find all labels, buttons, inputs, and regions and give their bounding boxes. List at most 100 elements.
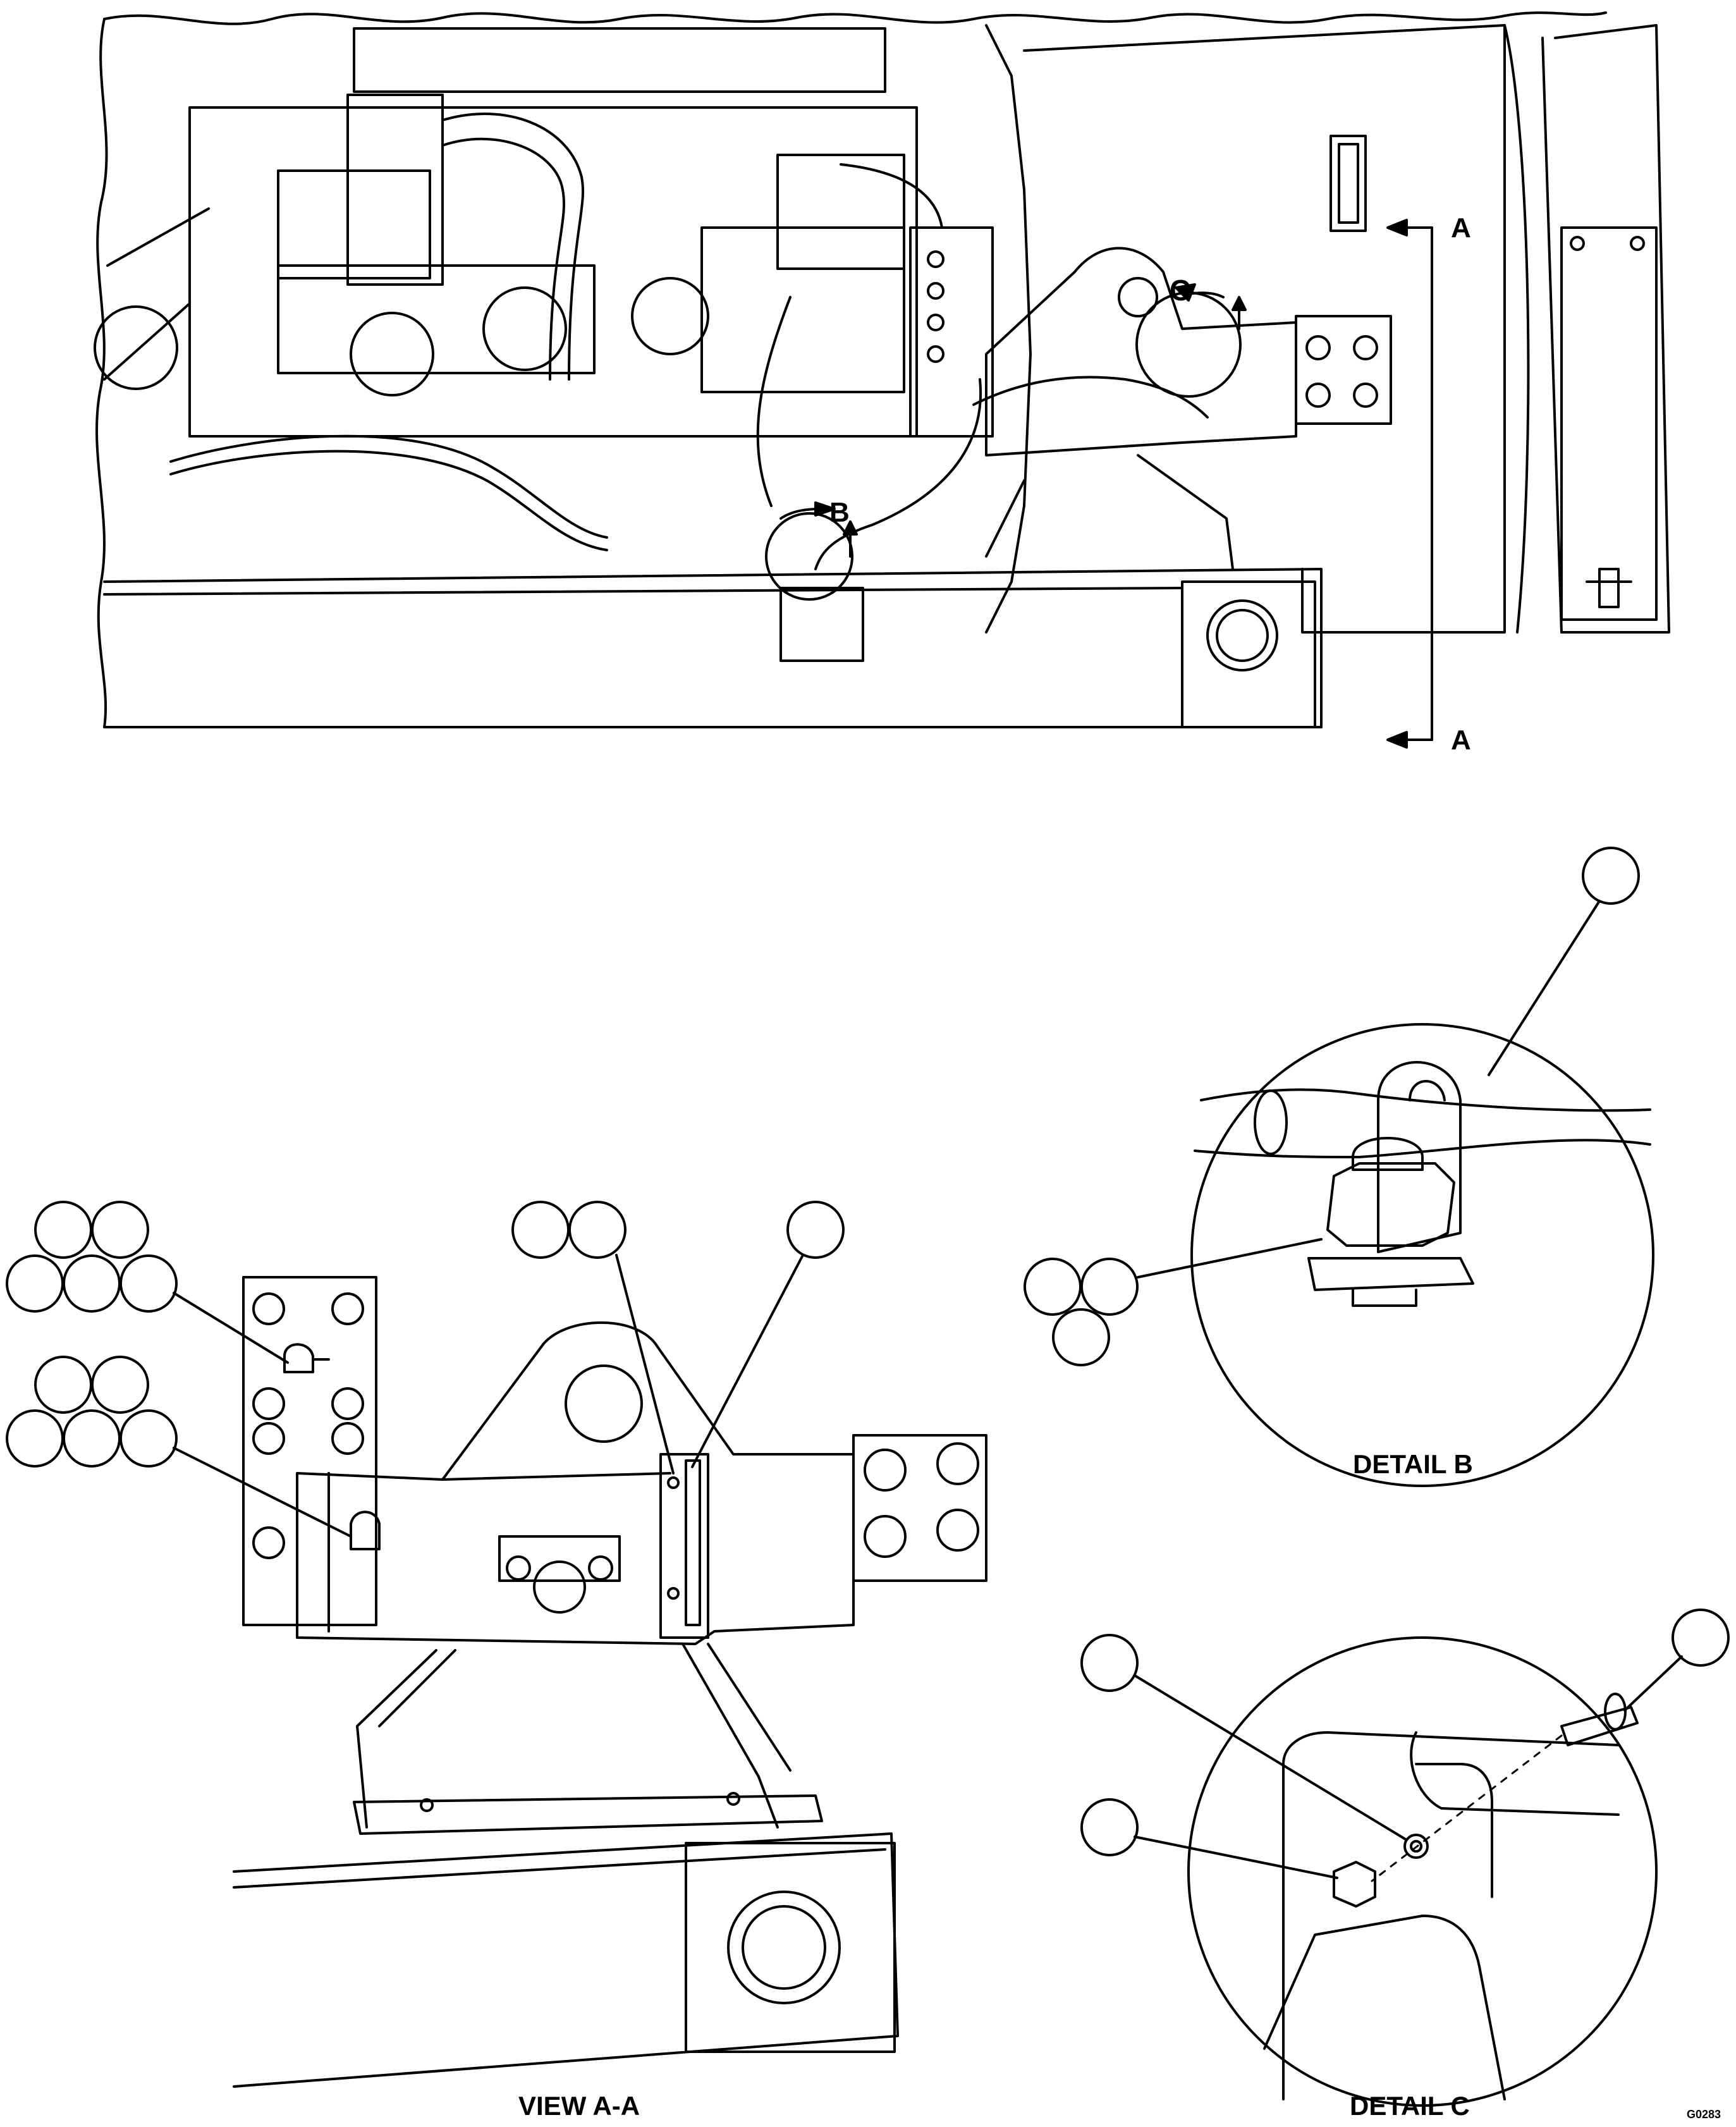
nut-top xyxy=(1352,1137,1424,1171)
right-bolt-plate xyxy=(852,1434,987,1582)
bracket-outer xyxy=(1282,1731,1620,2100)
terminal-screw xyxy=(927,314,944,331)
upper-hose-inner xyxy=(441,137,565,381)
clamp-bolt xyxy=(506,1555,531,1581)
hose-end xyxy=(1254,1089,1288,1155)
rail-end-fitting xyxy=(1206,599,1278,671)
detail-b-arrowhead xyxy=(814,501,858,536)
bracket-slot-plate xyxy=(659,1453,709,1639)
callout-bubble xyxy=(34,1201,92,1259)
plate-bolt xyxy=(1353,335,1378,360)
terminal-box-bolt xyxy=(1570,236,1585,251)
bracket-inner xyxy=(1410,1731,1620,1816)
callout-bubble xyxy=(119,1254,178,1313)
leader-line xyxy=(1137,1238,1323,1278)
callout-bubble xyxy=(1024,1258,1082,1316)
callout-bubble xyxy=(119,1409,178,1468)
section-label-top: A xyxy=(1451,212,1471,243)
generator-end-ring xyxy=(1503,24,1563,634)
callout-bubble xyxy=(1672,1609,1730,1667)
engine-block xyxy=(188,106,918,438)
callout-bubble xyxy=(63,1254,121,1313)
slot-hole xyxy=(667,1587,680,1600)
plate-bolt xyxy=(864,1449,907,1492)
callout-bubble xyxy=(786,1201,845,1259)
left-pulley xyxy=(94,305,178,390)
callout-bubble xyxy=(1080,1798,1139,1856)
ecm-box xyxy=(700,226,905,393)
generator-housing-outline xyxy=(1023,24,1506,634)
plate-bolt xyxy=(864,1515,907,1558)
callout-bubble xyxy=(6,1409,64,1468)
center-clamp-plate xyxy=(498,1535,621,1582)
break-line-top xyxy=(103,11,1607,25)
air-filter-2 xyxy=(482,286,567,371)
view-aa: VIEW A-A xyxy=(6,1201,987,2121)
foot-stud xyxy=(726,1792,740,1806)
turbo-housing xyxy=(277,169,431,279)
mount-plate xyxy=(779,587,864,662)
leader-line xyxy=(173,1292,289,1364)
callout-bubble xyxy=(511,1201,570,1259)
p-clip-upper xyxy=(283,1343,330,1373)
section-arrowhead-top xyxy=(1386,219,1408,236)
leader-line xyxy=(691,1254,804,1468)
detail-b: DETAIL B xyxy=(1024,847,1654,1487)
drawing-id: G0283 xyxy=(1687,2108,1721,2121)
terminal-box xyxy=(1560,226,1658,621)
coolant-hose-inner xyxy=(169,450,608,551)
view-aa-caption: VIEW A-A xyxy=(518,2091,640,2121)
vent-slot xyxy=(1330,135,1367,232)
intake-manifold xyxy=(277,264,596,374)
bolt xyxy=(1560,1706,1639,1746)
bracket-bolt-plate xyxy=(1295,315,1392,425)
wire-harness xyxy=(756,163,982,570)
plate-bolt xyxy=(252,1526,285,1559)
top-engine-view: C B A A xyxy=(94,11,1670,756)
callout-bubble xyxy=(1080,1634,1139,1692)
callout-bubble xyxy=(1080,1258,1139,1316)
bolt-axis xyxy=(1371,1734,1563,1882)
exhaust-elbow xyxy=(346,94,444,286)
detail-b-marker: B xyxy=(829,497,850,528)
plate-bolt xyxy=(936,1442,979,1485)
terminal-screw xyxy=(927,282,944,300)
detail-b-circle xyxy=(765,512,853,601)
clamp-bolt xyxy=(588,1555,613,1581)
mount-leg-right xyxy=(682,1643,792,1829)
plate-bolt xyxy=(1305,383,1331,408)
callout-bubble xyxy=(63,1409,121,1468)
callout-bubble xyxy=(91,1201,149,1259)
leader-line xyxy=(173,1447,352,1538)
clamp-boss xyxy=(533,1560,586,1614)
plate-bolt xyxy=(252,1422,285,1455)
callout-bubble xyxy=(91,1356,149,1414)
detail-b-frame xyxy=(1190,1023,1654,1487)
rail-end-cap xyxy=(1181,580,1316,728)
rail-end-box xyxy=(685,1842,896,2053)
relay-block xyxy=(776,154,905,270)
bracket-hole-top xyxy=(1118,277,1158,317)
hose-upper xyxy=(1200,1088,1651,1112)
generator-end-flange xyxy=(1554,24,1670,634)
callout-bubble xyxy=(1582,847,1640,905)
bolt-hole xyxy=(1403,1834,1429,1859)
upper-hose xyxy=(441,113,585,381)
p-clamp xyxy=(1377,1061,1462,1253)
ground-cable xyxy=(972,376,1209,419)
slot-hole xyxy=(667,1476,680,1489)
stud xyxy=(1352,1289,1417,1307)
leader-line xyxy=(1623,1655,1683,1712)
detail-c-frame xyxy=(1187,1636,1658,2107)
flywheel-housing xyxy=(985,24,1032,634)
section-label-bottom: A xyxy=(1451,725,1471,756)
mount-leg xyxy=(985,454,1234,570)
rail-end-fitting-inner xyxy=(742,1905,826,1990)
bracket-slot xyxy=(685,1459,701,1626)
plate-bolt xyxy=(331,1387,364,1420)
engine-valve-cover xyxy=(353,27,886,93)
bracket-face xyxy=(1263,1915,1506,2100)
plate-bolt xyxy=(936,1509,979,1552)
terminal-screw xyxy=(927,345,944,363)
plate-bolt xyxy=(331,1292,364,1325)
